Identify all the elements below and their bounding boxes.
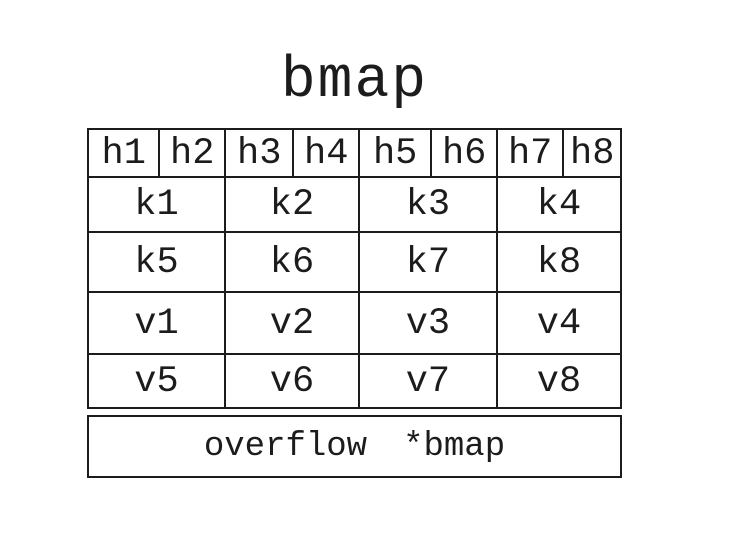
value-cell: v2 <box>226 293 360 353</box>
hash-cell: h1 <box>89 130 161 176</box>
value-cell: v6 <box>226 355 360 407</box>
hash-cell: h8 <box>569 132 615 175</box>
value-cell: v1 <box>89 293 226 353</box>
key-cell: k8 <box>536 241 582 284</box>
key-cell: k3 <box>360 178 498 231</box>
bucket-structure: h1 h2 h3 h4 h5 h6 h7 h8 k1 k2 k3 k4 k5 k… <box>87 128 622 478</box>
hash-cell: h2 <box>160 130 226 176</box>
hash-cell: h4 <box>294 130 360 176</box>
hash-cell: h7 <box>498 130 565 176</box>
key-cell: k1 <box>89 178 226 231</box>
value-cell: v5 <box>89 355 226 407</box>
value-cell: v8 <box>536 360 582 403</box>
key-cell: k7 <box>360 233 498 291</box>
key-cell: k6 <box>226 233 360 291</box>
value-cell: v7 <box>360 355 498 407</box>
key-cell: k5 <box>89 233 226 291</box>
hash-row: h1 h2 h3 h4 h5 h6 h7 h8 <box>89 130 620 178</box>
overflow-cell: overflow *bmap <box>87 415 622 478</box>
diagram-title: bmap <box>280 49 429 114</box>
key-row: k5 k6 k7 k8 <box>89 233 620 293</box>
hash-cell: h6 <box>432 130 498 176</box>
key-row: k1 k2 k3 k4 <box>89 178 620 233</box>
key-cell: k4 <box>536 184 582 226</box>
value-cell: v3 <box>360 293 498 353</box>
bucket-table: h1 h2 h3 h4 h5 h6 h7 h8 k1 k2 k3 k4 k5 k… <box>87 128 622 409</box>
hash-cell: h5 <box>360 130 433 176</box>
overflow-label: overflow <box>203 427 368 466</box>
value-cell: v4 <box>536 302 582 345</box>
overflow-type: *bmap <box>403 427 506 466</box>
value-row: v1 v2 v3 v4 <box>89 293 620 355</box>
value-row: v5 v6 v7 v8 <box>89 355 620 407</box>
hash-cell: h3 <box>226 130 295 176</box>
key-cell: k2 <box>226 178 360 231</box>
